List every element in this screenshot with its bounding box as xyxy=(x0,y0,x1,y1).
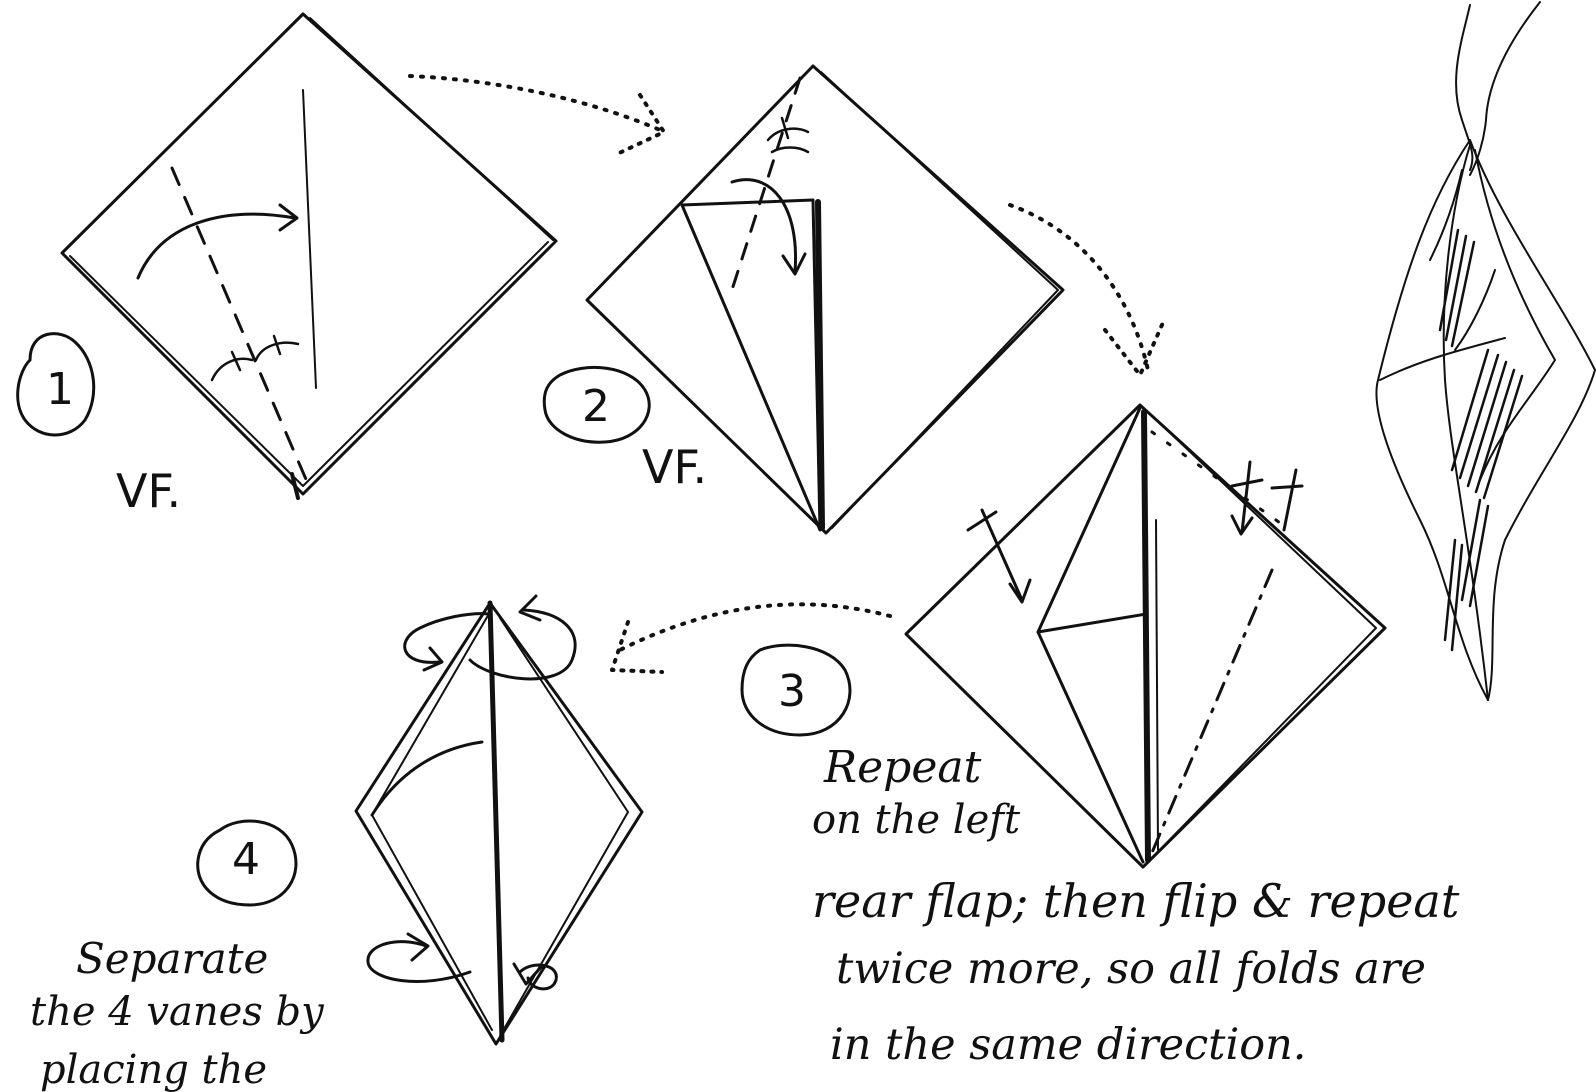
step3-instruction-line-3: rear flap; then flip & repeat xyxy=(812,878,1459,924)
step4-inner-curve xyxy=(372,742,482,815)
step4-top-ellipse-arrow-head xyxy=(520,596,540,620)
step3-number: 3 xyxy=(778,670,806,714)
dotted-arrow-1-to-2 xyxy=(410,76,660,130)
dotted-arrow-2-to-3 xyxy=(1010,205,1148,370)
step3-left-folded-flap xyxy=(1038,408,1143,862)
step3-center-inner-line xyxy=(1156,520,1158,850)
step4-bottom-left-loop-head xyxy=(408,934,428,960)
step3-left-flap-crease xyxy=(1038,614,1146,632)
step4-center-edge xyxy=(490,603,502,1040)
step3-center-thick-edge xyxy=(1144,412,1148,860)
step2-center-thick-edge xyxy=(818,202,822,528)
step3-instruction-line-5: in the same direction. xyxy=(830,1024,1306,1067)
step1-number: 1 xyxy=(46,368,74,412)
step4-instruction-line-3: placing the xyxy=(40,1050,267,1090)
step3-instruction-line-2: on the left xyxy=(812,800,1020,840)
step1-vf-label: VF. xyxy=(116,468,181,514)
dotted-arrow-3-to-4 xyxy=(620,604,890,650)
final-model-ornament xyxy=(1376,2,1595,700)
step1-square xyxy=(62,14,556,494)
dotted-arrow-3-to-4-head xyxy=(612,622,662,672)
step3-mountain-fold-line xyxy=(1148,570,1272,862)
step4-number: 4 xyxy=(232,838,260,882)
step3-instruction-line-1: Repeat xyxy=(824,746,981,790)
step3-instruction-line-4: twice more, so all folds are xyxy=(836,948,1426,991)
step4-instruction-line-1: Separate xyxy=(76,938,268,980)
step4-top-left-loop-head xyxy=(424,648,442,670)
step2-number: 2 xyxy=(582,385,610,429)
dotted-arrow-1-to-2-head xyxy=(615,95,664,155)
step2-vf-label: VF. xyxy=(642,444,707,490)
step2-angle-marks xyxy=(768,118,808,152)
step1-crease-line xyxy=(303,90,316,388)
step4-instruction-line-2: the 4 vanes by xyxy=(30,992,324,1032)
